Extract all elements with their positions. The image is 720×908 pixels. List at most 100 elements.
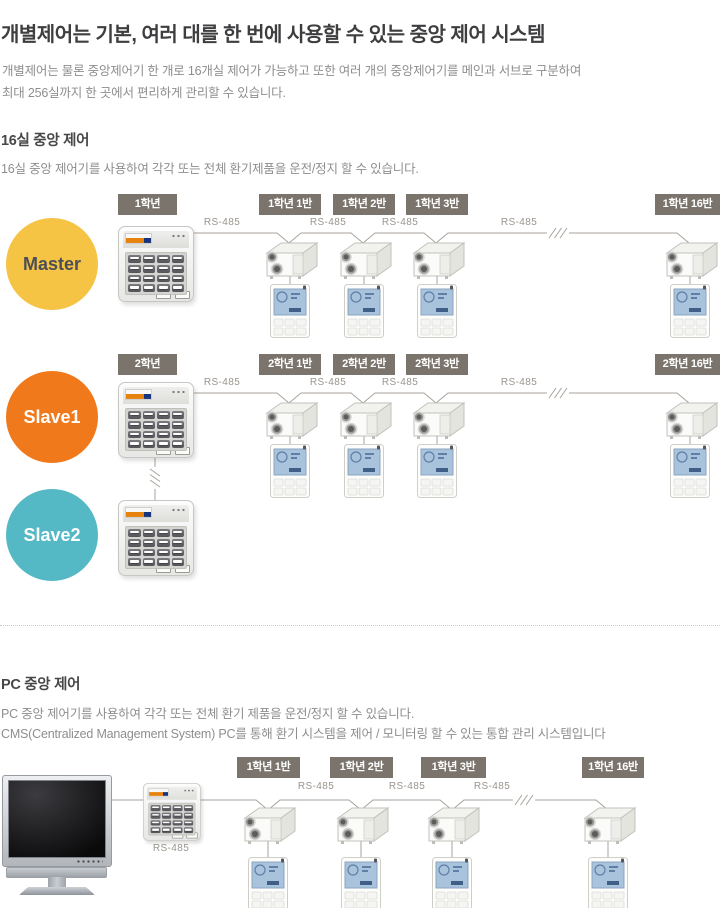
wall-controller-icon: [248, 857, 288, 908]
room-button: [142, 264, 155, 273]
wall-controller-icon: [432, 857, 472, 908]
room-button: [172, 819, 183, 826]
ventilation-unit-icon: [407, 240, 467, 284]
pc-monitor-icon: [2, 775, 112, 895]
rs485-label: RS-485: [500, 377, 538, 388]
wall-controller-icon: [588, 857, 628, 908]
room-button: [150, 812, 161, 819]
wall-controller-icon: [670, 284, 710, 338]
room-button: [161, 827, 172, 834]
room-button: [172, 812, 183, 819]
monitor-buttons-icon: [76, 860, 103, 863]
room-button: [157, 430, 170, 439]
room-button: [128, 255, 141, 263]
room-button: [172, 827, 183, 834]
monitor-stand-base: [19, 887, 95, 895]
room-button: [171, 538, 184, 547]
room-button: [171, 430, 184, 439]
room-button: [172, 805, 183, 811]
led-indicators-icon: [171, 508, 186, 512]
ventilation-unit-icon: [260, 400, 320, 444]
ventilation-unit-icon: [334, 240, 394, 284]
monitor-stand-neck: [48, 877, 66, 887]
master-node: Master: [6, 218, 98, 310]
wall-controller-icon: [270, 284, 310, 338]
room-button: [171, 411, 184, 419]
room-button: [128, 284, 141, 292]
central-controller-keypad-slave2: [118, 500, 194, 576]
room-label: 1학년 16반: [582, 757, 644, 778]
room-button: [183, 812, 194, 819]
section-heading-pc: PC 중앙 제어: [1, 677, 81, 694]
rs485-label: RS-485: [203, 377, 241, 388]
room-button: [128, 411, 141, 419]
room-button: [142, 548, 155, 557]
wall-controller-icon: [270, 444, 310, 498]
room-label: 1학년 1반: [237, 757, 300, 778]
rs485-label: RS-485: [381, 217, 419, 228]
room-button: [171, 558, 184, 566]
room-button: [157, 548, 170, 557]
room-button: [157, 529, 170, 537]
room-label: 2학년 16반: [655, 354, 720, 375]
central-controller-keypad-pc: [143, 783, 201, 841]
wall-controller-icon: [344, 284, 384, 338]
ventilation-unit-icon: [334, 400, 394, 444]
rs485-label: RS-485: [381, 377, 419, 388]
room-button: [128, 274, 141, 283]
room-button: [157, 538, 170, 547]
rs485-label: RS-485: [473, 781, 511, 792]
ventilation-unit-icon: [422, 805, 482, 849]
room-button: [171, 548, 184, 557]
intro-line-2: 최대 256실까지 한 곳에서 편리하게 관리할 수 있습니다.: [2, 85, 286, 100]
room-button: [157, 264, 170, 273]
room-button: [142, 529, 155, 537]
room-button-grid: [148, 802, 196, 836]
room-label: 1학년 2반: [330, 757, 393, 778]
rs485-label: RS-485: [500, 217, 538, 228]
brand-logo: [125, 389, 152, 400]
room-button: [150, 819, 161, 826]
room-button: [171, 264, 184, 273]
room-button: [171, 274, 184, 283]
room-label: 1학년 2반: [333, 194, 395, 215]
wall-controller-icon: [341, 857, 381, 908]
monitor-frame: [2, 775, 112, 867]
room-button-grid: [125, 526, 187, 569]
room-button: [142, 274, 155, 283]
page-title: 개별제어는 기본, 여러 대를 한 번에 사용할 수 있는 중앙 제어 시스템: [1, 24, 545, 47]
room-button: [128, 558, 141, 566]
room-button: [142, 255, 155, 263]
grade-label-1: 1학년: [118, 194, 177, 215]
room-button: [161, 812, 172, 819]
room-button: [157, 440, 170, 448]
room-button: [150, 827, 161, 834]
led-indicators-icon: [183, 789, 195, 793]
room-button: [157, 558, 170, 566]
room-button: [142, 558, 155, 566]
wall-controller-icon: [417, 444, 457, 498]
keypad-header: [123, 505, 189, 522]
room-button: [142, 440, 155, 448]
led-indicators-icon: [171, 390, 186, 394]
ventilation-unit-icon: [331, 805, 391, 849]
rs485-label: RS-485: [388, 781, 426, 792]
room-button: [142, 430, 155, 439]
ventilation-unit-icon: [238, 805, 298, 849]
room-button: [161, 819, 172, 826]
room-button: [171, 440, 184, 448]
wall-controller-icon: [670, 444, 710, 498]
keypad-header: [123, 387, 189, 404]
keypad-header: [146, 786, 197, 800]
room-button-grid: [125, 408, 187, 451]
ventilation-unit-icon: [660, 240, 720, 284]
room-button-grid: [125, 252, 187, 295]
rs485-label: RS-485: [297, 781, 335, 792]
central-controller-keypad-master: [118, 226, 194, 302]
room-button: [157, 420, 170, 429]
ventilation-unit-icon: [407, 400, 467, 444]
wall-controller-icon: [417, 284, 457, 338]
ventilation-unit-icon: [260, 240, 320, 284]
room-button: [157, 255, 170, 263]
room-label: 2학년 2반: [333, 354, 395, 375]
